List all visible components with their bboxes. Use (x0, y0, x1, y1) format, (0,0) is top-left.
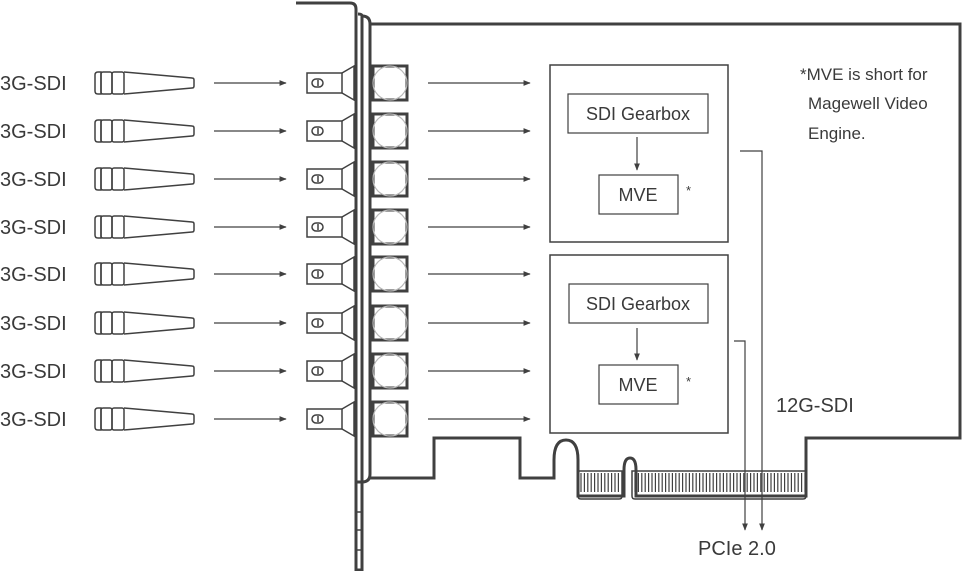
output-lines (734, 150, 765, 531)
input-label: 3G-SDI (0, 217, 67, 239)
bnc-jack-icon (306, 112, 355, 150)
bnc-jack-icon (306, 160, 355, 198)
input-label: 3G-SDI (0, 409, 67, 431)
mve-box-1 (598, 174, 679, 215)
bnc-jack-icon (306, 208, 355, 246)
mounting-bracket (296, 1, 372, 571)
sdi-port-icon (371, 352, 409, 390)
input-label: 3G-SDI (0, 121, 67, 143)
pcb-outline (370, 22, 962, 498)
input-row: 3G-SDI (0, 352, 531, 390)
input-row: 3G-SDI (0, 400, 531, 438)
bnc-cable-icon (94, 359, 195, 383)
sdi-gearbox-box-2 (568, 283, 709, 324)
sdi-gearbox-box-1 (567, 93, 709, 134)
bnc-cable-icon (94, 262, 195, 286)
footnote: *MVE is short for Magewell Video Engine. (800, 65, 928, 143)
input-row: 3G-SDI (0, 112, 531, 150)
footnote-line-3: Engine. (808, 124, 866, 143)
mve-box-2 (598, 364, 679, 405)
pcie-label: PCIe 2.0 (698, 538, 776, 560)
sdi-gearbox-label-2: SDI Gearbox (586, 294, 690, 314)
bnc-cable-icon (94, 167, 195, 191)
input-label: 3G-SDI (0, 361, 67, 383)
input-label: 3G-SDI (0, 73, 67, 95)
sdi-port-icon (371, 304, 409, 342)
bnc-jack-icon (306, 400, 355, 438)
sdi-port-icon (371, 64, 409, 102)
bnc-jack-icon (306, 255, 355, 293)
input-row: 3G-SDI (0, 160, 531, 198)
engine-block-1: SDI Gearbox MVE * (549, 64, 729, 243)
input-row: 3G-SDI (0, 304, 531, 342)
bnc-jack-icon (306, 64, 355, 102)
input-row: 3G-SDI (0, 255, 531, 293)
mve-label-1: MVE (618, 185, 657, 205)
sdi-port-icon (371, 255, 409, 293)
bnc-cable-icon (94, 311, 195, 335)
bnc-jack-icon (306, 304, 355, 342)
mve-marker-1: * (686, 183, 691, 198)
bnc-cable-icon (94, 407, 195, 431)
sdi-port-icon (371, 160, 409, 198)
input-label: 3G-SDI (0, 264, 67, 286)
sdi-port-icon (371, 112, 409, 150)
footnote-line-2: Magewell Video (808, 94, 928, 113)
bnc-jack-icon (306, 352, 355, 390)
input-row: 3G-SDI (0, 64, 531, 102)
bnc-cable-icon (94, 215, 195, 239)
footnote-line-1: *MVE is short for (800, 65, 928, 84)
input-row: 3G-SDI (0, 208, 531, 246)
output-12g-sdi-label: 12G-SDI (776, 395, 854, 417)
input-label: 3G-SDI (0, 169, 67, 191)
pcie-connector (577, 470, 807, 500)
mve-label-2: MVE (618, 375, 657, 395)
sdi-gearbox-label-1: SDI Gearbox (586, 104, 690, 124)
bnc-cable-icon (94, 71, 195, 95)
mve-marker-2: * (686, 374, 691, 389)
sdi-port-icon (371, 400, 409, 438)
engine-block-2: SDI Gearbox MVE * (549, 254, 729, 434)
bnc-cable-icon (94, 119, 195, 143)
input-label: 3G-SDI (0, 313, 67, 335)
sdi-port-icon (371, 208, 409, 246)
